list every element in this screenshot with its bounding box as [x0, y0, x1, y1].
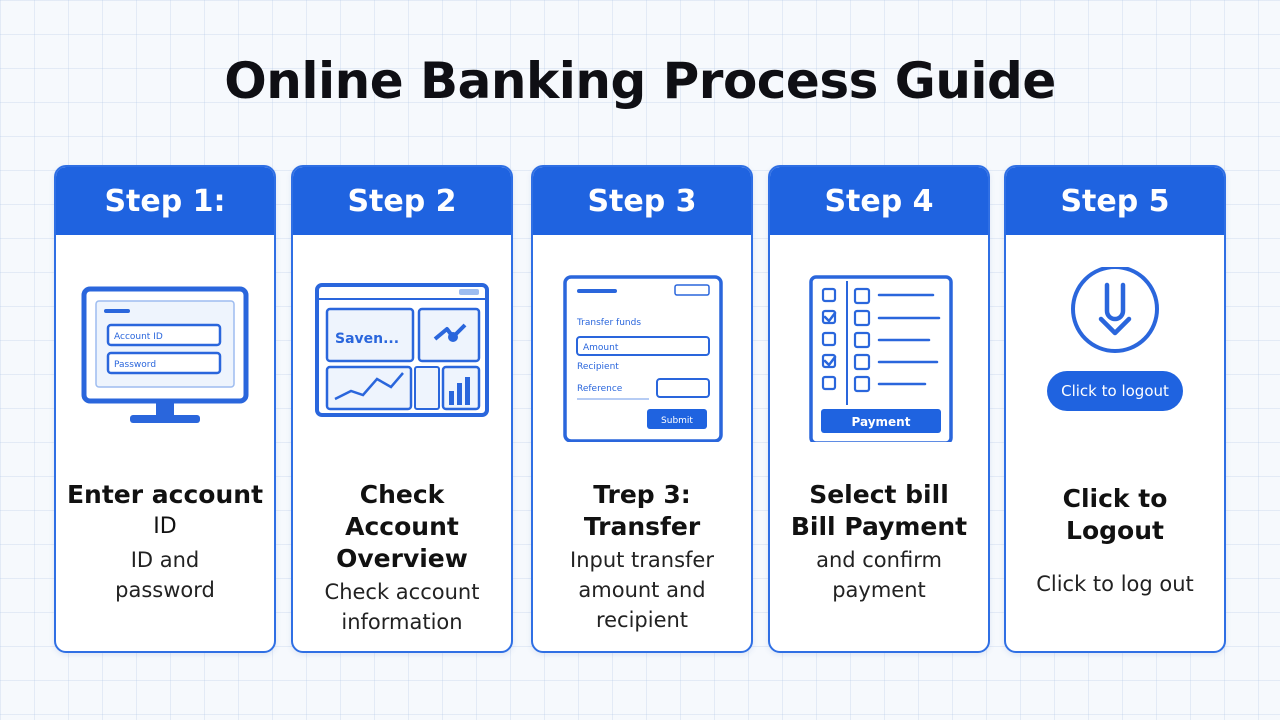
step-text-4: Select bill Bill Payment and confirm pay… [778, 479, 980, 605]
step-description-1: ID and password [115, 548, 215, 602]
svg-text:Account ID: Account ID [114, 332, 163, 342]
login-monitor-icon: Account ID Password [56, 267, 274, 457]
step-card-5: Step 5 Click to logout Click to Logout C… [1004, 165, 1226, 653]
svg-text:Amount: Amount [583, 343, 619, 353]
step-text-2: Check Account Overview Check account inf… [301, 479, 503, 637]
step-header-1: Step 1: [56, 167, 274, 235]
step-heading-2: Check Account Overview [336, 480, 468, 573]
step-heading-3: Trep 3: Transfer [583, 480, 701, 541]
step-text-5: Click to Logout Click to log out [1014, 483, 1216, 599]
step-header-2: Step 2 [293, 167, 511, 235]
step-card-1: Step 1: Account ID Password Enter accoun… [54, 165, 276, 653]
step-description-4: and confirm payment [816, 548, 942, 602]
step-heading-1: Enter account ID [66, 480, 264, 539]
svg-text:Submit: Submit [661, 416, 693, 426]
bill-checklist-icon: Payment [770, 267, 988, 457]
svg-text:Transfer funds: Transfer funds [576, 318, 641, 328]
dashboard-overview-icon: Saven... [293, 267, 511, 457]
page-title: Online Banking Process Guide [224, 52, 1056, 110]
step-card-2: Step 2 Saven... Check Account Overview C… [291, 165, 513, 653]
step-heading-5: Click to Logout [1062, 484, 1168, 545]
step-header-4: Step 4 [770, 167, 988, 235]
step-card-3: Step 3 Transfer funds Amount Recipient R… [531, 165, 753, 653]
step-header-3: Step 3 [533, 167, 751, 235]
svg-text:Payment: Payment [852, 415, 911, 429]
svg-text:Click to logout: Click to logout [1061, 382, 1169, 400]
step-description-3: Input transfer amount and recipient [570, 548, 714, 632]
step-heading-4: Select bill Bill Payment [790, 480, 968, 541]
svg-text:Reference: Reference [577, 384, 623, 394]
svg-text:Saven...: Saven... [335, 331, 399, 347]
step-description-2: Check account information [324, 580, 480, 634]
step-header-5: Step 5 [1006, 167, 1224, 235]
transfer-form-icon: Transfer funds Amount Recipient Referenc… [533, 267, 751, 457]
logout-arrow-icon: Click to logout [1006, 267, 1224, 457]
step-description-5: Click to log out [1036, 572, 1194, 596]
step-text-1: Enter account ID ID and password [64, 479, 266, 605]
svg-text:Recipient: Recipient [577, 362, 619, 372]
step-card-4: Step 4 [768, 165, 990, 653]
step-text-3: Trep 3: Transfer Input transfer amount a… [541, 479, 743, 635]
svg-text:Password: Password [114, 360, 156, 370]
